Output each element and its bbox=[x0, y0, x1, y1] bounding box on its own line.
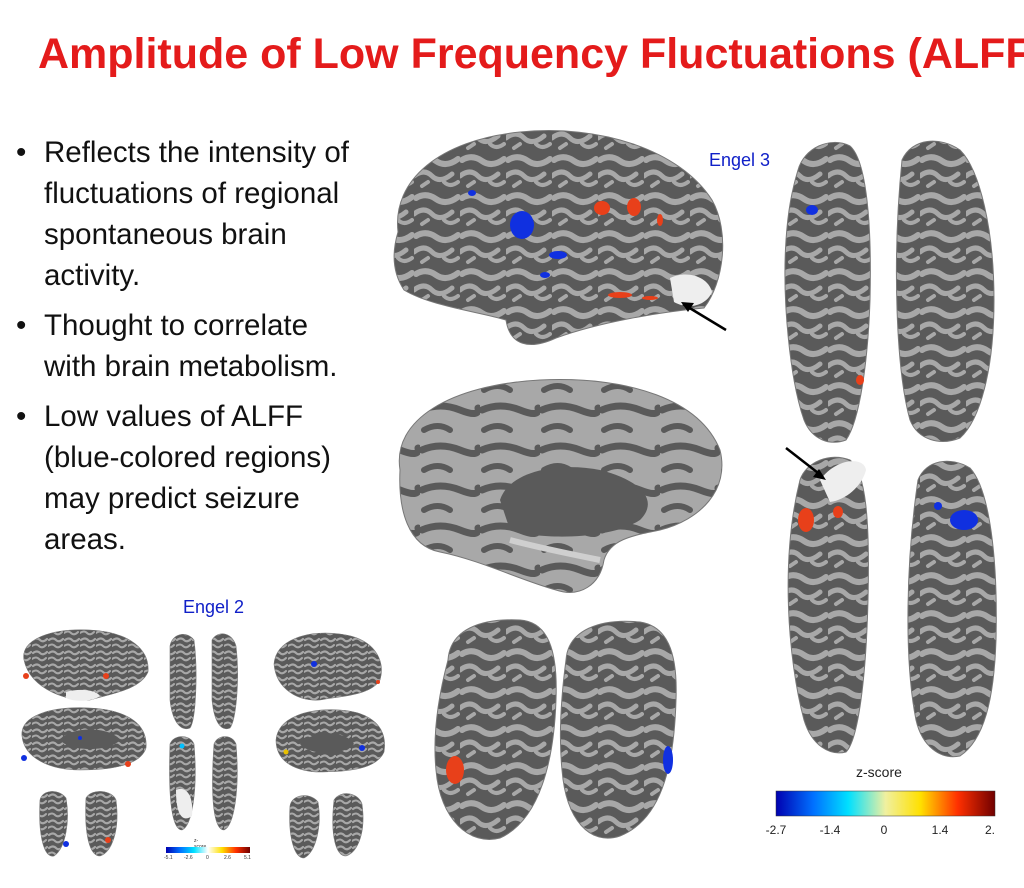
mini-zscore-tick: -5.1 bbox=[164, 855, 173, 861]
arrow-ventral bbox=[785, 447, 823, 477]
ventral-brain-image bbox=[787, 456, 997, 758]
dorsal-brain-image bbox=[784, 140, 995, 443]
engel3-label: Engel 3 bbox=[709, 150, 771, 170]
zscore-tick: 0 bbox=[880, 823, 888, 837]
slide-title: Amplitude of Low Frequency Fluctuations … bbox=[37, 30, 1024, 78]
bullet-dot: • bbox=[16, 400, 27, 433]
mini-zscore-tick: 5.1 bbox=[244, 855, 251, 861]
mini-zscore-tick: 2.6 bbox=[224, 855, 231, 861]
lateral-brain-image bbox=[393, 130, 724, 345]
zscore-ticks: -2.7 -1.4 0 1.4 2. bbox=[0, 823, 1024, 843]
zscore-tick: 2. bbox=[984, 823, 996, 837]
zscore-tick: -2.7 bbox=[765, 823, 787, 837]
bullet-list: • Reflects the intensity of fluctuations … bbox=[14, 132, 384, 569]
bullet-text: Low values of ALFF (blue-colored regions… bbox=[44, 400, 331, 556]
engel2-label: Engel 2 bbox=[183, 597, 245, 617]
bullet-dot: • bbox=[16, 136, 27, 169]
bullet-item: • Low values of ALFF (blue-colored region… bbox=[14, 396, 384, 560]
arrow-ventral-head bbox=[813, 469, 826, 480]
bullet-text: Thought to correlate with brain metaboli… bbox=[44, 309, 338, 383]
mini-zscore-bar bbox=[166, 847, 250, 853]
mini-zscore-tick: 0 bbox=[206, 855, 209, 861]
mini-zscore-tick: -2.6 bbox=[184, 855, 193, 861]
zscore-tick: -1.4 bbox=[819, 823, 841, 837]
bullet-text: Reflects the intensity of fluctuations o… bbox=[44, 136, 349, 292]
zscore-colorbar bbox=[775, 790, 996, 817]
posterior-brain-image bbox=[434, 619, 677, 840]
bullet-item: • Thought to correlate with brain metabol… bbox=[14, 305, 384, 387]
zscore-tick: 1.4 bbox=[931, 823, 949, 837]
engel2-brain-composite bbox=[21, 629, 385, 859]
arrow-lateral-head bbox=[681, 302, 694, 312]
zscore-title: z-score bbox=[856, 764, 902, 780]
bullet-item: • Reflects the intensity of fluctuations … bbox=[14, 132, 384, 296]
medial-brain-image bbox=[398, 379, 723, 593]
bullet-dot: • bbox=[16, 309, 27, 342]
